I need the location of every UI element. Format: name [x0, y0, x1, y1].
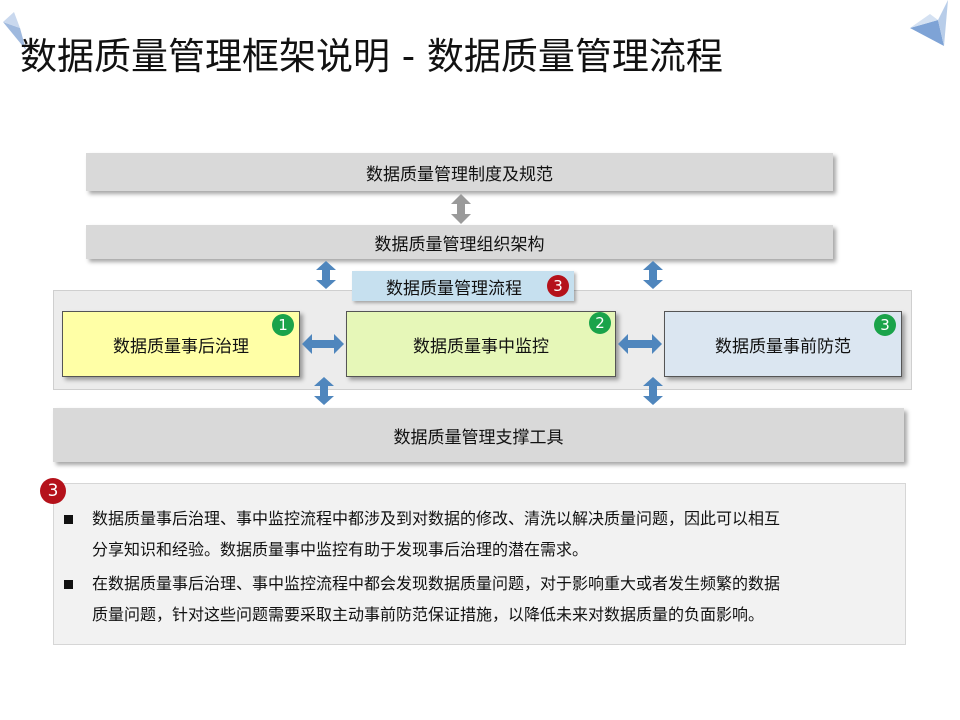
- double-arrow-icon: [618, 334, 662, 354]
- organization-bar: 数据质量管理组织架构: [86, 225, 833, 259]
- double-arrow-icon: [316, 261, 336, 289]
- stage-badge: 1: [272, 314, 294, 336]
- stage-post-governance: 数据质量事后治理: [62, 311, 300, 377]
- stage-prevention: 数据质量事前防范: [664, 311, 902, 377]
- note-line: 质量问题，针对这些问题需要采取主动事前防范保证措施，以降低未来对数据质量的负面影…: [92, 605, 765, 624]
- corner-decoration-left: [3, 12, 26, 50]
- stage-badge: 2: [589, 312, 611, 334]
- note-item: 数据质量事后治理、事中监控流程中都涉及到对数据的修改、清洗以解决质量问题，因此可…: [92, 503, 900, 565]
- note-line: 数据质量事后治理、事中监控流程中都涉及到对数据的修改、清洗以解决质量问题，因此可…: [92, 509, 781, 528]
- stage-badge: 3: [874, 314, 896, 336]
- page-title: 数据质量管理框架说明 - 数据质量管理流程: [20, 35, 723, 78]
- bullet-icon: [64, 515, 73, 524]
- note-line: 分享知识和经验。数据质量事中监控有助于发现事后治理的潜在需求。: [92, 540, 589, 559]
- process-tab: 数据质量管理流程: [352, 271, 574, 301]
- stage-in-process-monitoring: 数据质量事中监控: [346, 311, 616, 377]
- double-arrow-icon: [302, 334, 344, 354]
- bullet-icon: [64, 580, 73, 589]
- process-tab-badge: 3: [547, 275, 569, 297]
- tools-bar: 数据质量管理支撑工具: [53, 408, 904, 462]
- double-arrow-icon: [314, 377, 334, 405]
- double-arrow-icon: [451, 194, 471, 224]
- process-tab-label: 数据质量管理流程: [386, 278, 522, 299]
- double-arrow-icon: [643, 261, 663, 289]
- notes-panel: [53, 483, 906, 645]
- notes-badge: 3: [40, 478, 66, 504]
- double-arrow-icon: [643, 377, 663, 405]
- note-line: 在数据质量事后治理、事中监控流程中都会发现数据质量问题，对于影响重大或者发生频繁…: [92, 574, 781, 593]
- corner-decoration-right: [910, 0, 948, 46]
- policy-bar: 数据质量管理制度及规范: [86, 153, 833, 191]
- note-item: 在数据质量事后治理、事中监控流程中都会发现数据质量问题，对于影响重大或者发生频繁…: [92, 568, 900, 630]
